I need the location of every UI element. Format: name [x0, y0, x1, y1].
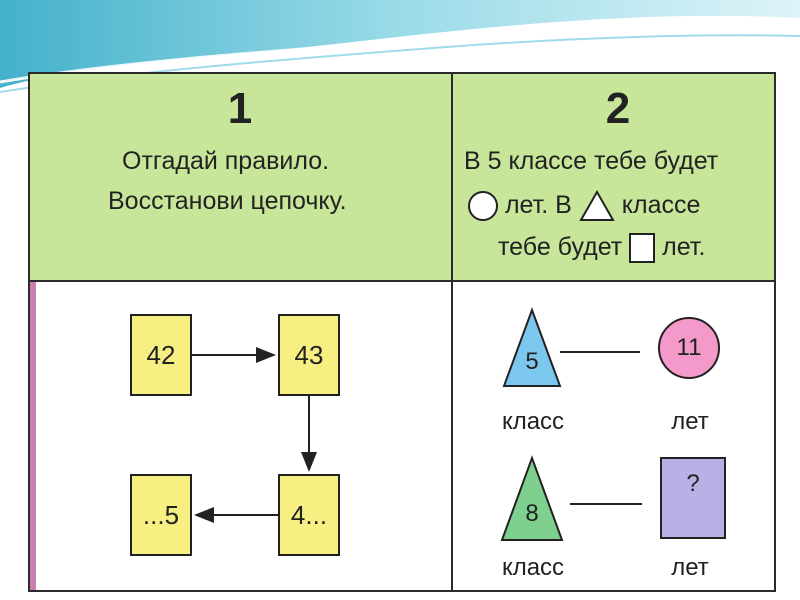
task2-line3-b: лет. — [662, 233, 706, 261]
square-icon — [629, 233, 656, 264]
triangle-class-8 — [500, 455, 564, 541]
label-class-2: класс — [501, 554, 565, 581]
square-age-value: ? — [686, 470, 700, 497]
triangle-icon — [579, 190, 615, 222]
chain-box-3: 4... — [278, 474, 340, 556]
task1-arrows — [192, 307, 726, 541]
triangle-class-5 — [502, 307, 562, 387]
task1-number: 1 — [227, 84, 253, 133]
task2-line3-a: тебе будет — [498, 233, 623, 261]
task2-number: 2 — [605, 84, 631, 133]
label-age-1: лет — [671, 408, 709, 435]
label-age-2: лет — [671, 554, 709, 581]
task1-line1: Отгадай правило. — [122, 147, 330, 175]
task2-line1: В 5 классе тебе будет — [464, 147, 719, 175]
textbook-page: 1 Отгадай правило. Восстанови цепочку. 2… — [28, 72, 776, 592]
task2-line3: тебе будет лет. — [498, 228, 705, 266]
label-class-1: класс — [501, 408, 565, 435]
triangle-class-5-value: 5 — [525, 348, 539, 375]
square-age — [660, 457, 726, 539]
task2-line2-b: классе — [621, 191, 701, 219]
circle-age-value: 11 — [676, 334, 702, 361]
task1-line2: Восстанови цепочку. — [108, 187, 347, 215]
circle-icon — [468, 191, 498, 222]
column-divider — [451, 74, 453, 590]
task2-line2: лет. В классе — [468, 186, 700, 224]
chain-box-2: 43 — [278, 314, 340, 396]
chain-box-1: 42 — [130, 314, 192, 396]
circle-age — [658, 317, 720, 379]
task2-line2-a: лет. В — [504, 191, 572, 219]
chain-box-4: ...5 — [130, 474, 192, 556]
triangle-class-8-value: 8 — [525, 500, 539, 527]
page-edge-strip — [30, 282, 36, 590]
